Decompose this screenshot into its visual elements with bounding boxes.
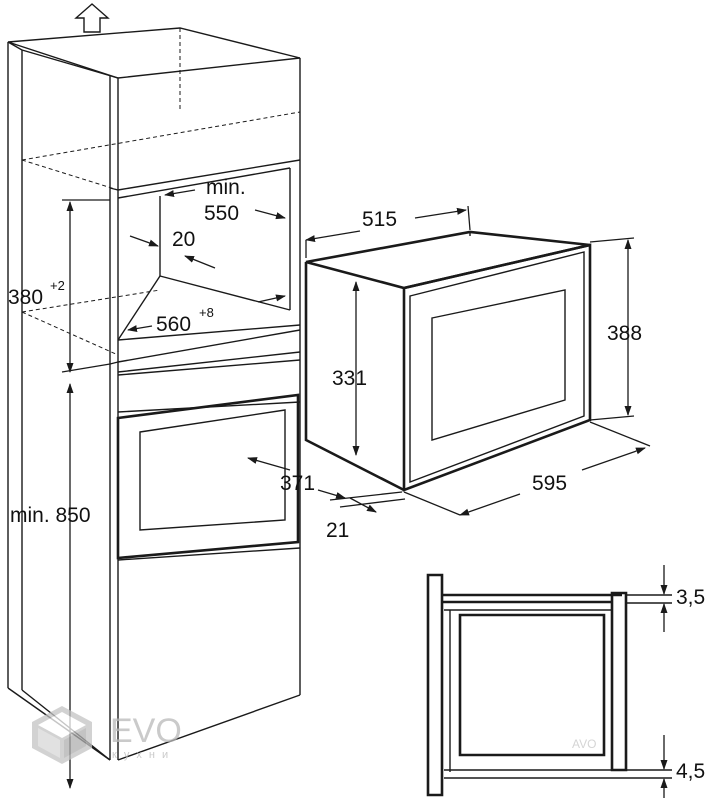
appliance-dimensions (305, 205, 651, 516)
label-door-gap: 371 (280, 472, 315, 495)
label-appliance-front-width: 595 (532, 472, 567, 495)
label-appliance-depth: 515 (362, 208, 397, 231)
up-arrow-icon (74, 3, 110, 33)
label-niche-height: 380 (8, 286, 43, 309)
watermark-logo-text: EVO (110, 712, 182, 750)
label-niche-height-tol: +2 (50, 278, 65, 293)
label-front-thickness: 21 (326, 519, 349, 542)
tall-cabinet (7, 27, 301, 761)
label-niche-depth-prefix: min. (206, 176, 246, 199)
label-gap: 20 (172, 228, 195, 251)
label-floor-height: min. 850 (10, 504, 91, 527)
label-niche-width-tol: +8 (199, 305, 214, 320)
label-appliance-body-height: 331 (332, 367, 367, 390)
label-detail-top: 3,5 (676, 586, 705, 609)
evo-watermark: EVO кухни (32, 706, 182, 764)
appliance-drawing (304, 230, 592, 492)
label-appliance-front-height: 388 (607, 322, 642, 345)
label-niche-depth-value: 550 (204, 202, 239, 225)
watermark-subtitle: кухни (112, 749, 175, 761)
label-detail-bottom: 4,5 (676, 760, 705, 783)
detail-drawing (426, 565, 672, 798)
label-niche-width: 560 (156, 313, 191, 336)
watermark-small-mark: AVO (572, 737, 596, 751)
